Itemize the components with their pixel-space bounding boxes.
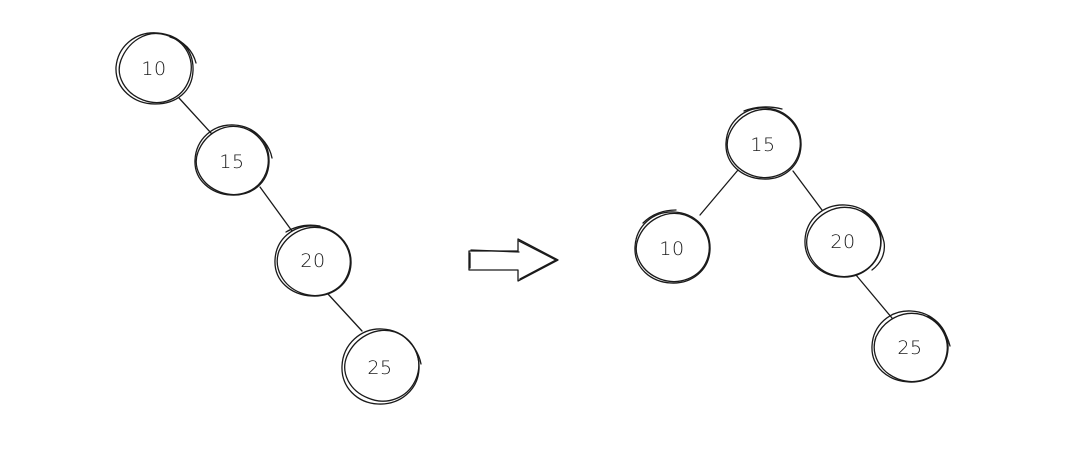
after-tree-edges bbox=[699, 169, 893, 319]
edge-b20-b25 bbox=[327, 293, 363, 332]
edge-b15-b20 bbox=[259, 186, 293, 232]
before-tree-edges bbox=[178, 97, 363, 332]
node-label: 15 bbox=[750, 134, 775, 156]
node-label: 10 bbox=[659, 238, 684, 260]
node-label: 15 bbox=[219, 151, 244, 173]
tree-node: 20 bbox=[804, 204, 886, 278]
edge-a15-a10 bbox=[699, 169, 739, 216]
tree-node: 20 bbox=[274, 224, 352, 297]
after-tree: 15 10 20 25 bbox=[634, 106, 951, 383]
node-label: 20 bbox=[830, 231, 855, 253]
tree-node: 25 bbox=[341, 328, 422, 405]
node-label: 10 bbox=[141, 58, 166, 80]
tree-node: 25 bbox=[871, 310, 951, 383]
tree-node: 15 bbox=[194, 124, 273, 196]
node-label: 25 bbox=[367, 357, 392, 379]
tree-node: 10 bbox=[115, 32, 197, 105]
edge-b10-b15 bbox=[178, 97, 212, 134]
right-arrow-icon bbox=[468, 238, 559, 282]
node-label: 20 bbox=[300, 250, 325, 272]
tree-node: 10 bbox=[634, 209, 711, 284]
edge-a15-a20 bbox=[792, 170, 823, 211]
tree-node: 15 bbox=[725, 106, 802, 180]
edge-a20-a25 bbox=[855, 274, 893, 319]
node-label: 25 bbox=[897, 337, 922, 359]
before-tree: 10 15 20 25 bbox=[115, 32, 422, 405]
